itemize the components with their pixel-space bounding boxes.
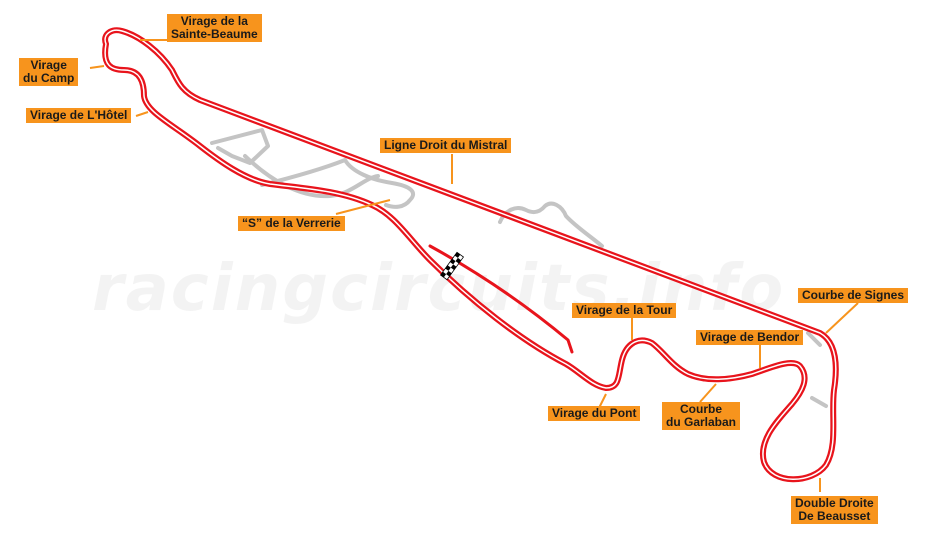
alt-link-beausset (810, 396, 828, 408)
alt-link-mistral (498, 201, 604, 248)
label-verrerie: “S” de la Verrerie (238, 216, 345, 231)
alt-link-hotel (210, 128, 270, 165)
label-sainte-beaume: Virage de la Sainte-Beaume (167, 14, 262, 42)
alternative-layouts (210, 128, 828, 408)
label-beausset: Double Droite De Beausset (791, 496, 878, 524)
label-pont: Virage du Pont (548, 406, 641, 421)
pointer-signes (825, 302, 859, 334)
label-camp: Virage du Camp (19, 58, 79, 86)
pit-lane (428, 244, 574, 354)
track-outline (102, 27, 839, 483)
label-pointers (89, 39, 859, 492)
alt-link-signes (806, 331, 822, 347)
pointer-hotel (135, 111, 149, 117)
pointer-camp (89, 65, 105, 69)
pointer-verrerie (335, 199, 391, 215)
checkered-flag-icon (439, 251, 465, 281)
label-la-tour: Virage de la Tour (572, 303, 677, 318)
label-signes: Courbe de Signes (798, 288, 909, 303)
alt-link-verrerie-b (260, 158, 416, 209)
track-inner-line (104, 29, 837, 480)
alt-link-verrerie-a (243, 154, 380, 199)
label-garlaban: Courbe du Garlaban (662, 402, 741, 430)
pointer-garlaban (699, 383, 717, 403)
label-hotel: Virage de L'Hôtel (26, 108, 132, 123)
label-mistral: Ligne Droit du Mistral (380, 138, 512, 153)
label-bendor: Virage de Bendor (696, 330, 804, 345)
